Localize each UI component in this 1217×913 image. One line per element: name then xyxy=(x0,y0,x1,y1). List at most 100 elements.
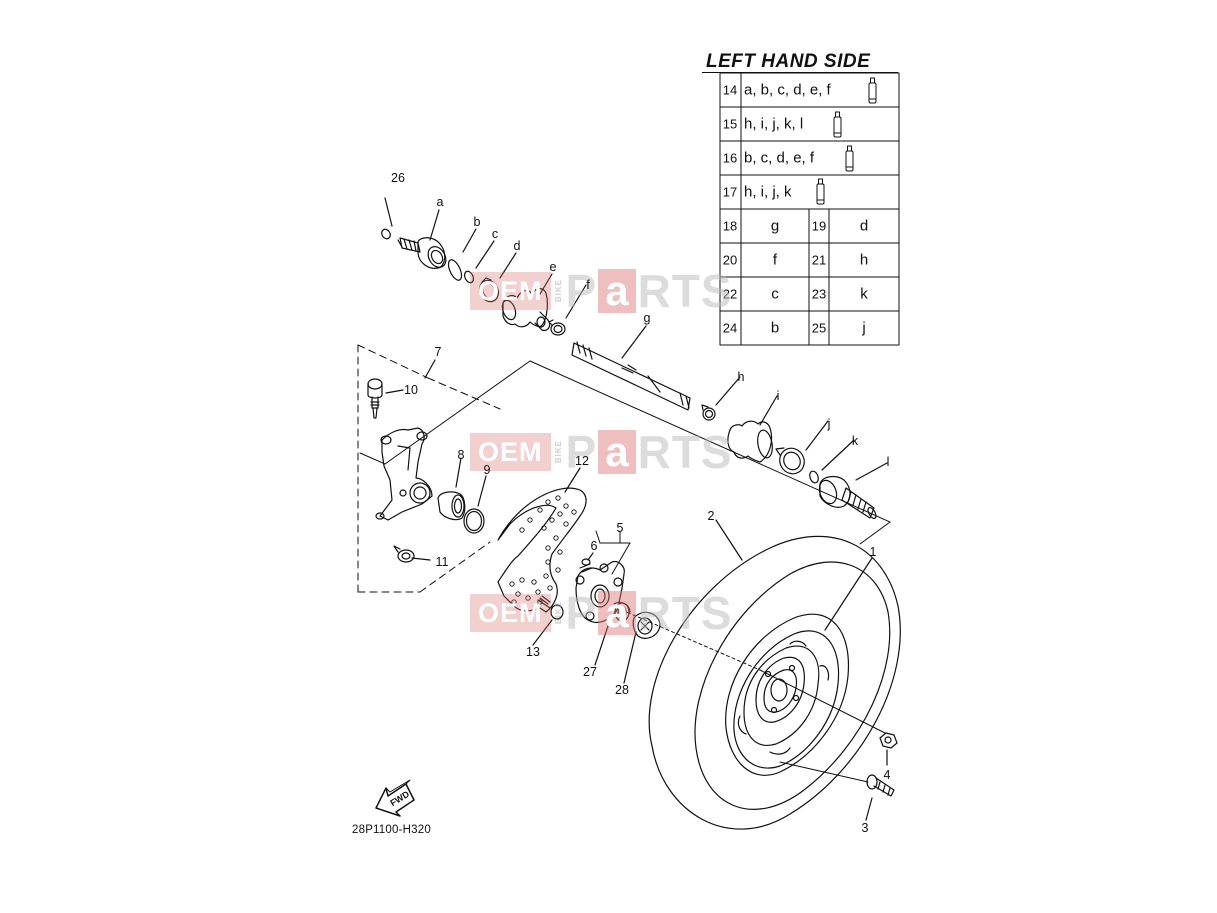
shaft-g xyxy=(571,325,691,411)
kit-row-num: 15 xyxy=(722,116,738,132)
callout-26[interactable]: 26 xyxy=(391,170,405,185)
callout-12[interactable]: 12 xyxy=(575,453,589,468)
hub-bracket-5 xyxy=(595,530,631,575)
leader-26 xyxy=(384,197,393,227)
lhs-title: LEFT HAND SIDE xyxy=(706,51,871,72)
pair-part: h xyxy=(859,251,869,269)
callout-9[interactable]: 9 xyxy=(483,462,491,477)
assembly-frame xyxy=(359,360,891,545)
pair-num: 22 xyxy=(722,286,738,302)
pair-part: k xyxy=(860,285,868,303)
callout-l[interactable]: l xyxy=(886,454,890,469)
callout-8[interactable]: 8 xyxy=(457,447,465,462)
callout-a[interactable]: a xyxy=(436,194,444,209)
axle-centerline xyxy=(621,609,761,671)
callout-7[interactable]: 7 xyxy=(434,344,442,359)
hub-5 xyxy=(575,561,625,623)
bearing-8 xyxy=(437,457,466,521)
leader-7 xyxy=(424,359,436,379)
band-f xyxy=(548,284,587,336)
grease-tube-icon xyxy=(868,77,877,104)
pair-num: 19 xyxy=(811,218,827,234)
pair-part: g xyxy=(770,217,780,235)
axle-centerline-solid xyxy=(759,669,886,783)
spacer-27 xyxy=(594,601,631,666)
diagram-code: 28P1100-H320 xyxy=(352,824,431,836)
callout-13[interactable]: 13 xyxy=(526,644,540,659)
pair-num: 20 xyxy=(722,252,738,268)
callout-b[interactable]: b xyxy=(473,214,481,229)
callout-4[interactable]: 4 xyxy=(883,767,891,782)
circlip-26 xyxy=(381,228,391,240)
callout-j[interactable]: j xyxy=(827,416,831,431)
callout-28[interactable]: 28 xyxy=(615,682,629,697)
callout-c[interactable]: c xyxy=(491,226,499,241)
callout-i[interactable]: i xyxy=(776,388,780,403)
kit-row-num: 16 xyxy=(722,150,738,166)
stud-bolt-3 xyxy=(865,774,895,821)
pair-part: j xyxy=(862,319,866,337)
callout-27[interactable]: 27 xyxy=(583,664,597,679)
ring-k xyxy=(809,439,855,484)
pair-num: 24 xyxy=(722,320,738,336)
kit-row-num: 17 xyxy=(722,184,738,200)
pair-num: 23 xyxy=(811,286,827,302)
boot-e xyxy=(501,273,553,331)
callout-k[interactable]: k xyxy=(851,433,859,448)
bolt-6 xyxy=(579,552,594,573)
pair-part: c xyxy=(771,285,779,303)
callout-1[interactable]: 1 xyxy=(869,544,877,559)
disc-guard-12 xyxy=(497,467,587,613)
lhs-table-grid xyxy=(719,72,900,346)
callout-2[interactable]: 2 xyxy=(707,508,715,523)
grease-tube-icon xyxy=(816,178,825,205)
knuckle-group-box xyxy=(357,344,501,593)
ring-c xyxy=(463,240,495,284)
callout-10[interactable]: 10 xyxy=(404,382,418,397)
fwd-arrow-icon xyxy=(375,779,415,817)
callout-f[interactable]: f xyxy=(586,277,590,292)
pair-part: d xyxy=(859,217,869,235)
band-j xyxy=(775,420,829,475)
seal-b xyxy=(447,228,477,281)
boot-i xyxy=(727,395,778,463)
cv-joint-outer-l xyxy=(818,462,888,520)
ball-joint-10 xyxy=(367,378,404,419)
leader-a xyxy=(429,209,440,241)
callout-6[interactable]: 6 xyxy=(590,538,598,553)
bolt-13 xyxy=(532,595,564,646)
pair-num: 18 xyxy=(722,218,738,234)
nut-cap-28 xyxy=(623,611,661,684)
pair-part: b xyxy=(770,319,780,337)
callout-h[interactable]: h xyxy=(737,369,745,384)
kit-row-parts: h, i, j, k xyxy=(744,183,792,201)
grease-tube-icons xyxy=(816,77,877,205)
band-h xyxy=(701,376,741,421)
pair-num: 25 xyxy=(811,320,827,336)
tire-2 xyxy=(648,519,901,830)
callout-g[interactable]: g xyxy=(643,310,651,325)
pair-num: 21 xyxy=(811,252,827,268)
callout-d[interactable]: d xyxy=(513,238,521,253)
kit-row-parts: b, c, d, e, f xyxy=(744,149,815,167)
kit-row-parts: h, i, j, k, l xyxy=(744,115,804,133)
cotter-pin-11 xyxy=(393,545,431,563)
cv-joint-inner-a xyxy=(381,197,447,269)
guard-holes xyxy=(509,495,577,605)
callout-11[interactable]: 11 xyxy=(435,554,449,569)
wheel-nut-4 xyxy=(879,732,898,766)
wheel-1 xyxy=(725,557,873,776)
circlip-9 xyxy=(463,475,487,534)
band-d xyxy=(479,252,517,303)
callout-5[interactable]: 5 xyxy=(616,520,624,535)
pair-part: f xyxy=(772,251,778,269)
callout-e[interactable]: e xyxy=(549,259,557,274)
grease-tube-icon xyxy=(845,145,854,172)
lhs-title-underline xyxy=(702,72,898,73)
grease-tube-icon xyxy=(833,111,842,138)
callout-3[interactable]: 3 xyxy=(861,820,869,835)
knuckle-7 xyxy=(375,427,433,521)
kit-row-parts: a, b, c, d, e, f xyxy=(744,81,831,99)
